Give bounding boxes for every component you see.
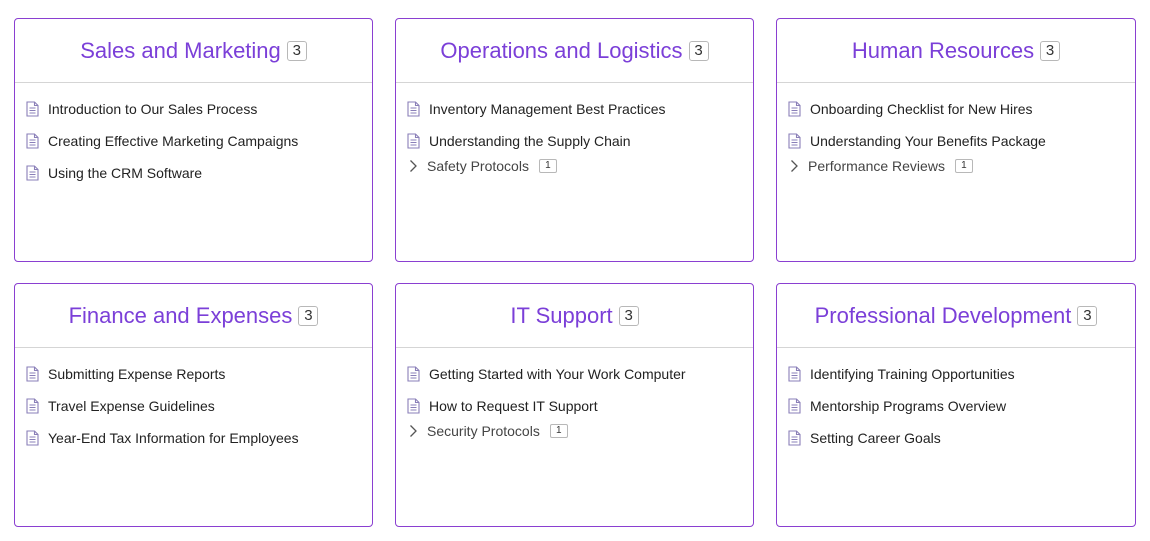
document-icon xyxy=(407,133,420,149)
article-label[interactable]: Creating Effective Marketing Campaigns xyxy=(48,133,299,149)
document-icon xyxy=(407,398,420,414)
article-count-badge: 3 xyxy=(618,305,639,326)
document-icon xyxy=(788,398,801,414)
document-icon xyxy=(407,366,420,382)
article-link[interactable]: Getting Started with Your Work Computer xyxy=(396,358,753,390)
category-title[interactable]: Professional Development xyxy=(814,302,1072,328)
article-label[interactable]: Inventory Management Best Practices xyxy=(429,101,666,117)
category-title[interactable]: Finance and Expenses xyxy=(68,302,293,328)
document-icon xyxy=(26,133,39,149)
chevron-right-icon[interactable] xyxy=(408,159,418,173)
category-title[interactable]: Human Resources xyxy=(851,37,1035,63)
article-label[interactable]: Mentorship Programs Overview xyxy=(810,398,1007,414)
category-title[interactable]: Sales and Marketing xyxy=(80,37,281,63)
article-count-badge: 3 xyxy=(1040,40,1061,61)
subfolder-toggle[interactable]: Performance Reviews 1 xyxy=(777,154,1135,178)
document-icon xyxy=(26,430,39,446)
article-count-badge: 3 xyxy=(286,40,307,61)
article-link[interactable]: Identifying Training Opportunities xyxy=(777,358,1135,390)
subfolder-toggle[interactable]: Safety Protocols 1 xyxy=(396,154,753,178)
subfolder-count-badge: 1 xyxy=(538,159,557,173)
article-count-badge: 3 xyxy=(688,40,709,61)
category-title[interactable]: Operations and Logistics xyxy=(440,37,683,63)
article-label[interactable]: Year-End Tax Information for Employees xyxy=(48,430,299,446)
article-label[interactable]: Onboarding Checklist for New Hires xyxy=(810,101,1033,117)
document-icon xyxy=(788,366,801,382)
article-link[interactable]: Understanding Your Benefits Package xyxy=(777,125,1135,157)
article-count-badge: 3 xyxy=(298,305,319,326)
subfolder-count-badge: 1 xyxy=(549,424,568,438)
chevron-right-icon[interactable] xyxy=(408,424,418,438)
article-label[interactable]: Submitting Expense Reports xyxy=(48,366,226,382)
document-icon xyxy=(26,366,39,382)
document-icon xyxy=(788,133,801,149)
article-link[interactable]: How to Request IT Support xyxy=(396,390,753,422)
subfolder-label[interactable]: Safety Protocols xyxy=(427,158,529,174)
article-link[interactable]: Creating Effective Marketing Campaigns xyxy=(15,125,372,157)
subfolder-label[interactable]: Performance Reviews xyxy=(808,158,945,174)
article-link[interactable]: Introduction to Our Sales Process xyxy=(15,93,372,125)
article-label[interactable]: Using the CRM Software xyxy=(48,165,203,181)
article-link[interactable]: Year-End Tax Information for Employees xyxy=(15,422,372,454)
article-label[interactable]: Understanding Your Benefits Package xyxy=(810,133,1046,149)
article-link[interactable]: Travel Expense Guidelines xyxy=(15,390,372,422)
article-count-badge: 3 xyxy=(1077,305,1098,326)
subfolder-count-badge: 1 xyxy=(954,159,973,173)
article-label[interactable]: Travel Expense Guidelines xyxy=(48,398,215,414)
article-link[interactable]: Inventory Management Best Practices xyxy=(396,93,753,125)
article-label[interactable]: Setting Career Goals xyxy=(810,430,941,446)
article-label[interactable]: Introduction to Our Sales Process xyxy=(48,101,258,117)
article-link[interactable]: Understanding the Supply Chain xyxy=(396,125,753,157)
subfolder-label[interactable]: Security Protocols xyxy=(427,423,540,439)
article-link[interactable]: Using the CRM Software xyxy=(15,157,372,189)
article-link[interactable]: Submitting Expense Reports xyxy=(15,358,372,390)
document-icon xyxy=(26,101,39,117)
chevron-right-icon[interactable] xyxy=(789,159,799,173)
article-link[interactable]: Mentorship Programs Overview xyxy=(777,390,1135,422)
article-label[interactable]: Getting Started with Your Work Computer xyxy=(429,366,686,382)
document-icon xyxy=(26,398,39,414)
article-label[interactable]: Understanding the Supply Chain xyxy=(429,133,631,149)
document-icon xyxy=(788,430,801,446)
article-label[interactable]: Identifying Training Opportunities xyxy=(810,366,1015,382)
article-link[interactable]: Setting Career Goals xyxy=(777,422,1135,454)
document-icon xyxy=(407,101,420,117)
document-icon xyxy=(788,101,801,117)
article-label[interactable]: How to Request IT Support xyxy=(429,398,598,414)
article-link[interactable]: Onboarding Checklist for New Hires xyxy=(777,93,1135,125)
category-title[interactable]: IT Support xyxy=(510,302,613,328)
document-icon xyxy=(26,165,39,181)
subfolder-toggle[interactable]: Security Protocols 1 xyxy=(396,419,753,443)
